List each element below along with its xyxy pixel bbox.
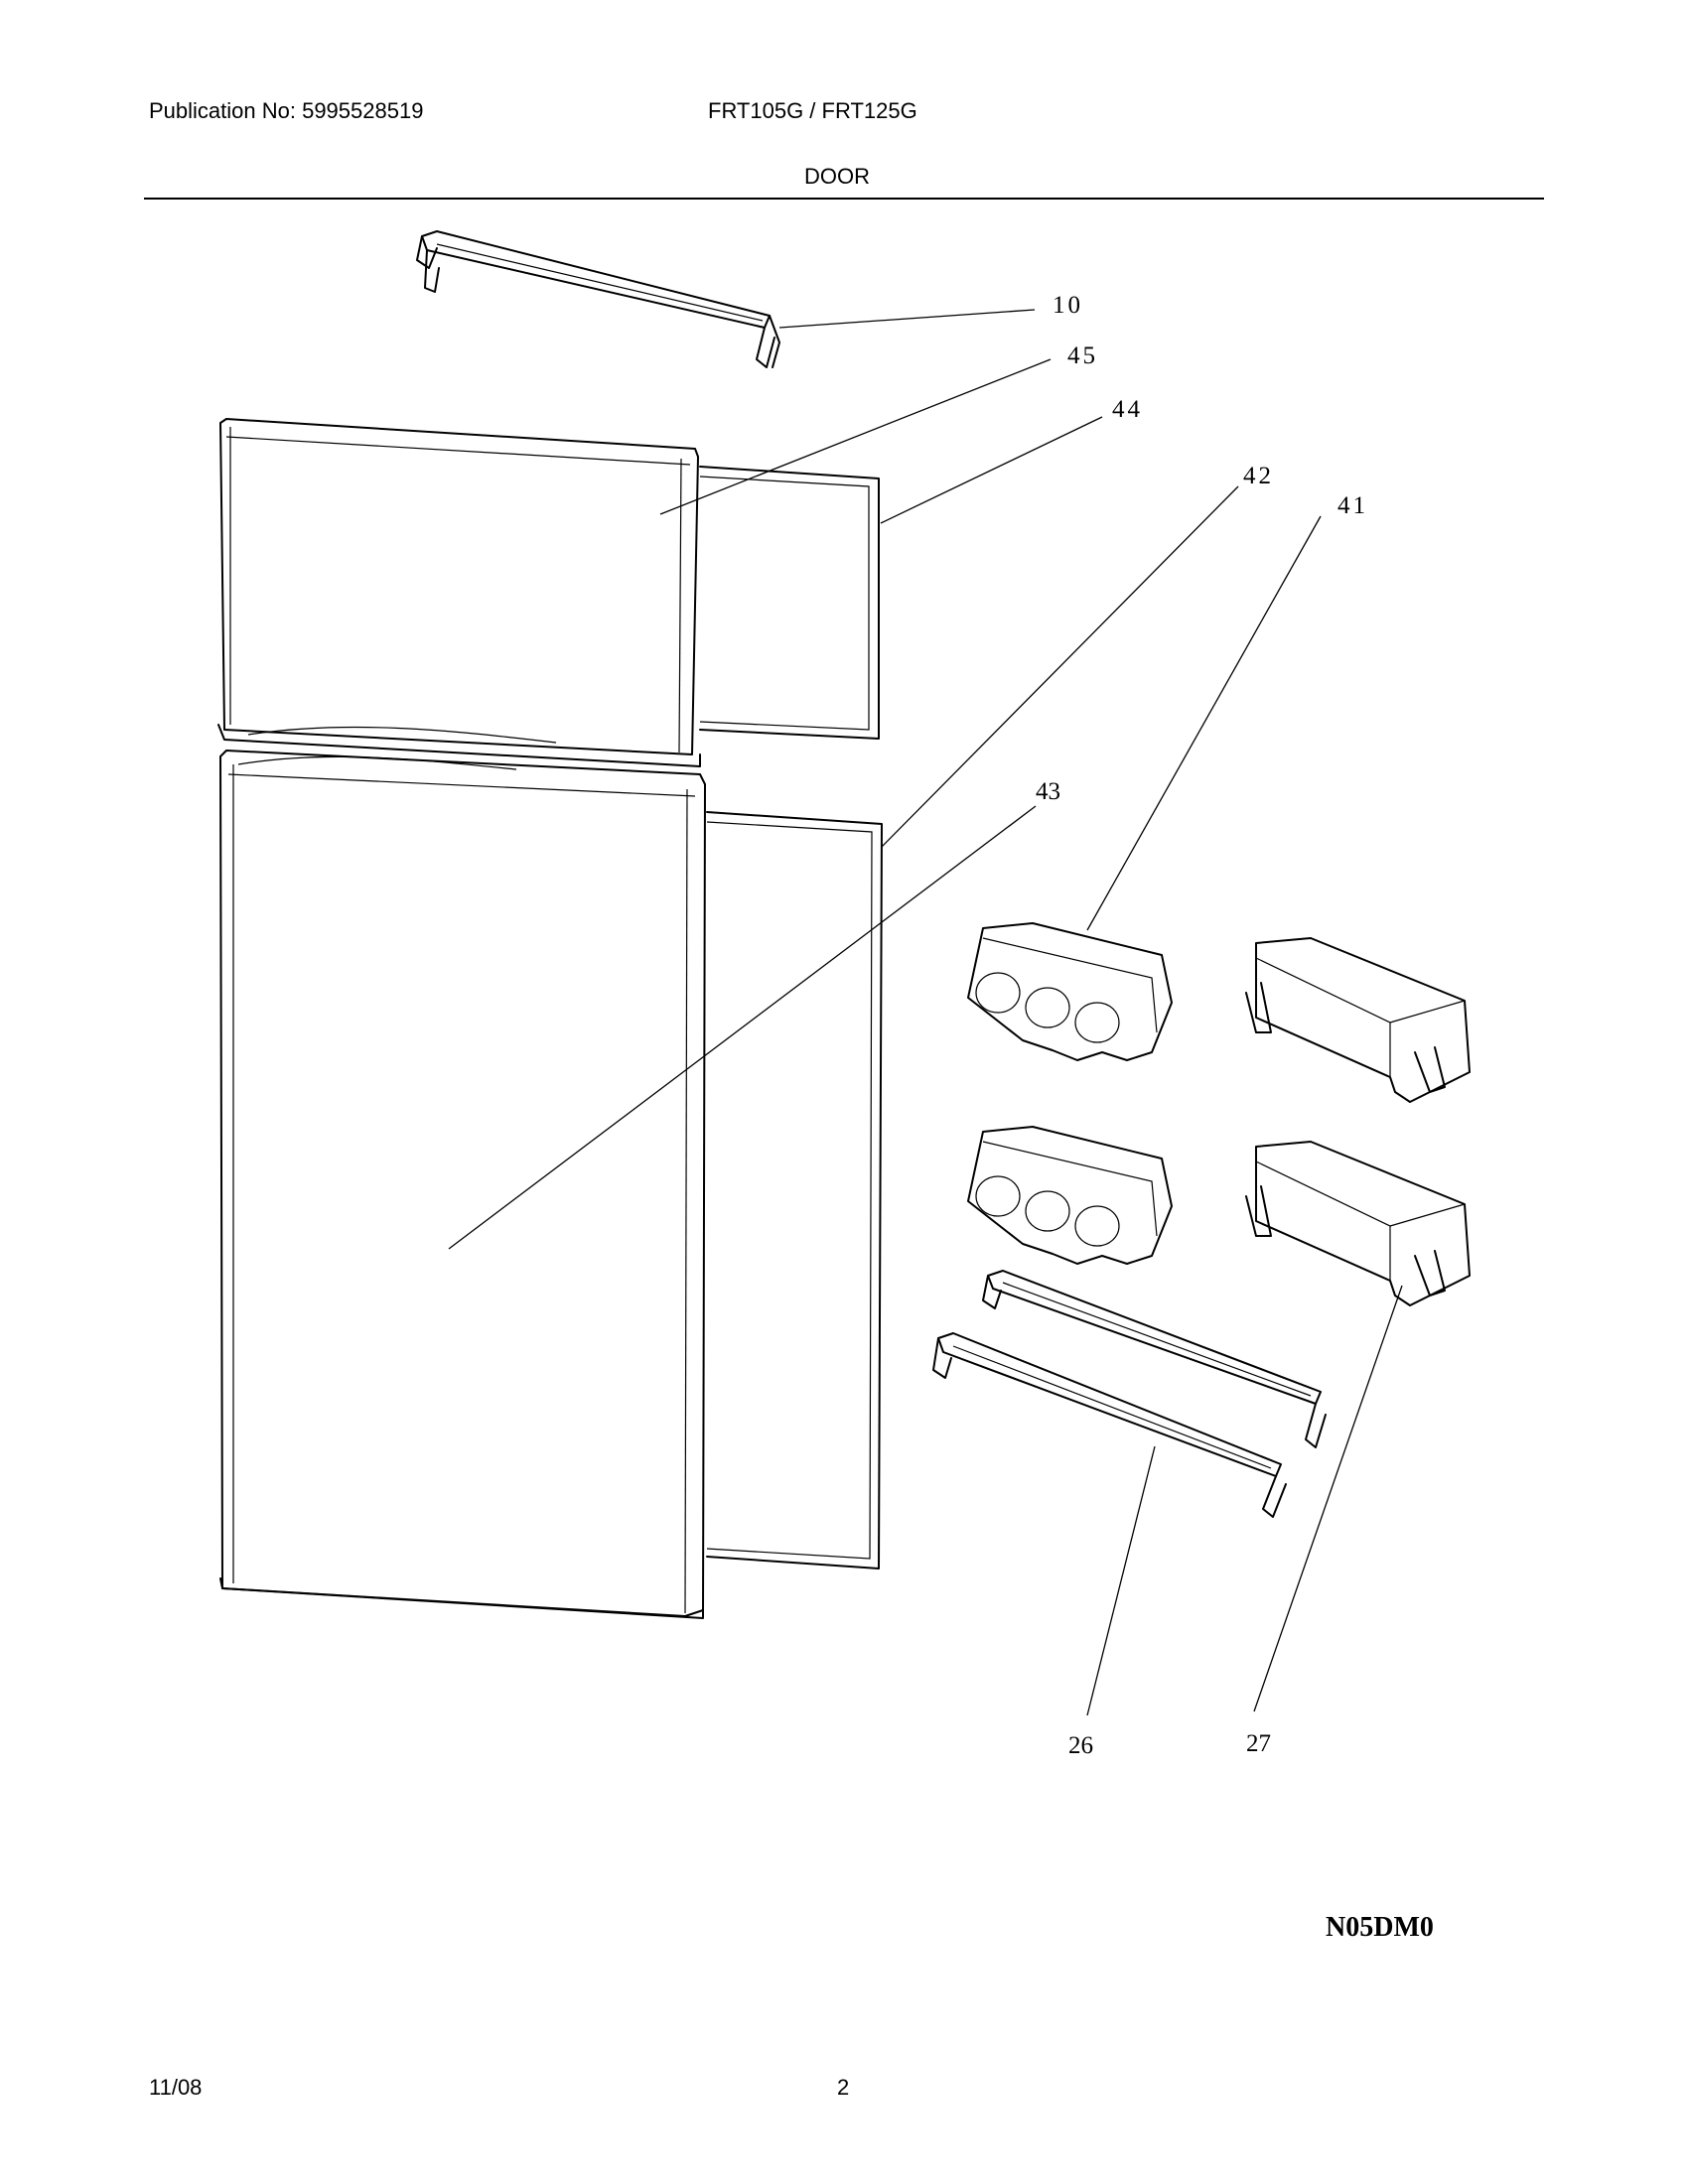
callout-10: 10 bbox=[1053, 292, 1083, 319]
door-shelf-bar-lower bbox=[932, 1332, 1287, 1518]
leader-42 bbox=[881, 485, 1239, 848]
page-number: 2 bbox=[837, 2075, 850, 2100]
callout-44: 44 bbox=[1112, 396, 1143, 423]
door-shelf-bar-upper bbox=[982, 1270, 1327, 1448]
door-bin-lower bbox=[1245, 1141, 1471, 1306]
callout-45: 45 bbox=[1067, 342, 1098, 369]
section-title: DOOR bbox=[804, 164, 870, 189]
egg-tray-lower bbox=[967, 1126, 1173, 1265]
egg-tray-upper bbox=[967, 922, 1173, 1061]
fresh-food-door bbox=[219, 750, 706, 1619]
freezer-door bbox=[217, 418, 701, 767]
callout-26: 26 bbox=[1068, 1732, 1093, 1759]
model-number: FRT105G / FRT125G bbox=[708, 98, 917, 123]
callout-27: 27 bbox=[1246, 1730, 1271, 1757]
callout-42: 42 bbox=[1243, 463, 1274, 489]
leader-lines bbox=[448, 309, 1403, 1716]
leader-10 bbox=[778, 309, 1036, 329]
footer-date: 11/08 bbox=[149, 2075, 203, 2100]
freezer-shelf-bar bbox=[416, 230, 780, 368]
freezer-door-gasket bbox=[699, 466, 880, 740]
header-rule bbox=[144, 198, 1544, 200]
leader-26 bbox=[1086, 1445, 1156, 1716]
diagram-code: N05DM0 bbox=[1326, 1912, 1434, 1943]
leader-27 bbox=[1253, 1285, 1403, 1712]
leader-44 bbox=[880, 416, 1103, 524]
door-bin-upper bbox=[1245, 937, 1471, 1103]
leader-43 bbox=[448, 805, 1037, 1250]
fresh-food-door-gasket bbox=[706, 811, 883, 1570]
leader-41 bbox=[1086, 515, 1322, 931]
leader-45 bbox=[659, 358, 1052, 515]
callout-43: 43 bbox=[1036, 778, 1060, 805]
callout-41: 41 bbox=[1337, 492, 1368, 519]
publication-number: Publication No: 5995528519 bbox=[149, 98, 424, 123]
